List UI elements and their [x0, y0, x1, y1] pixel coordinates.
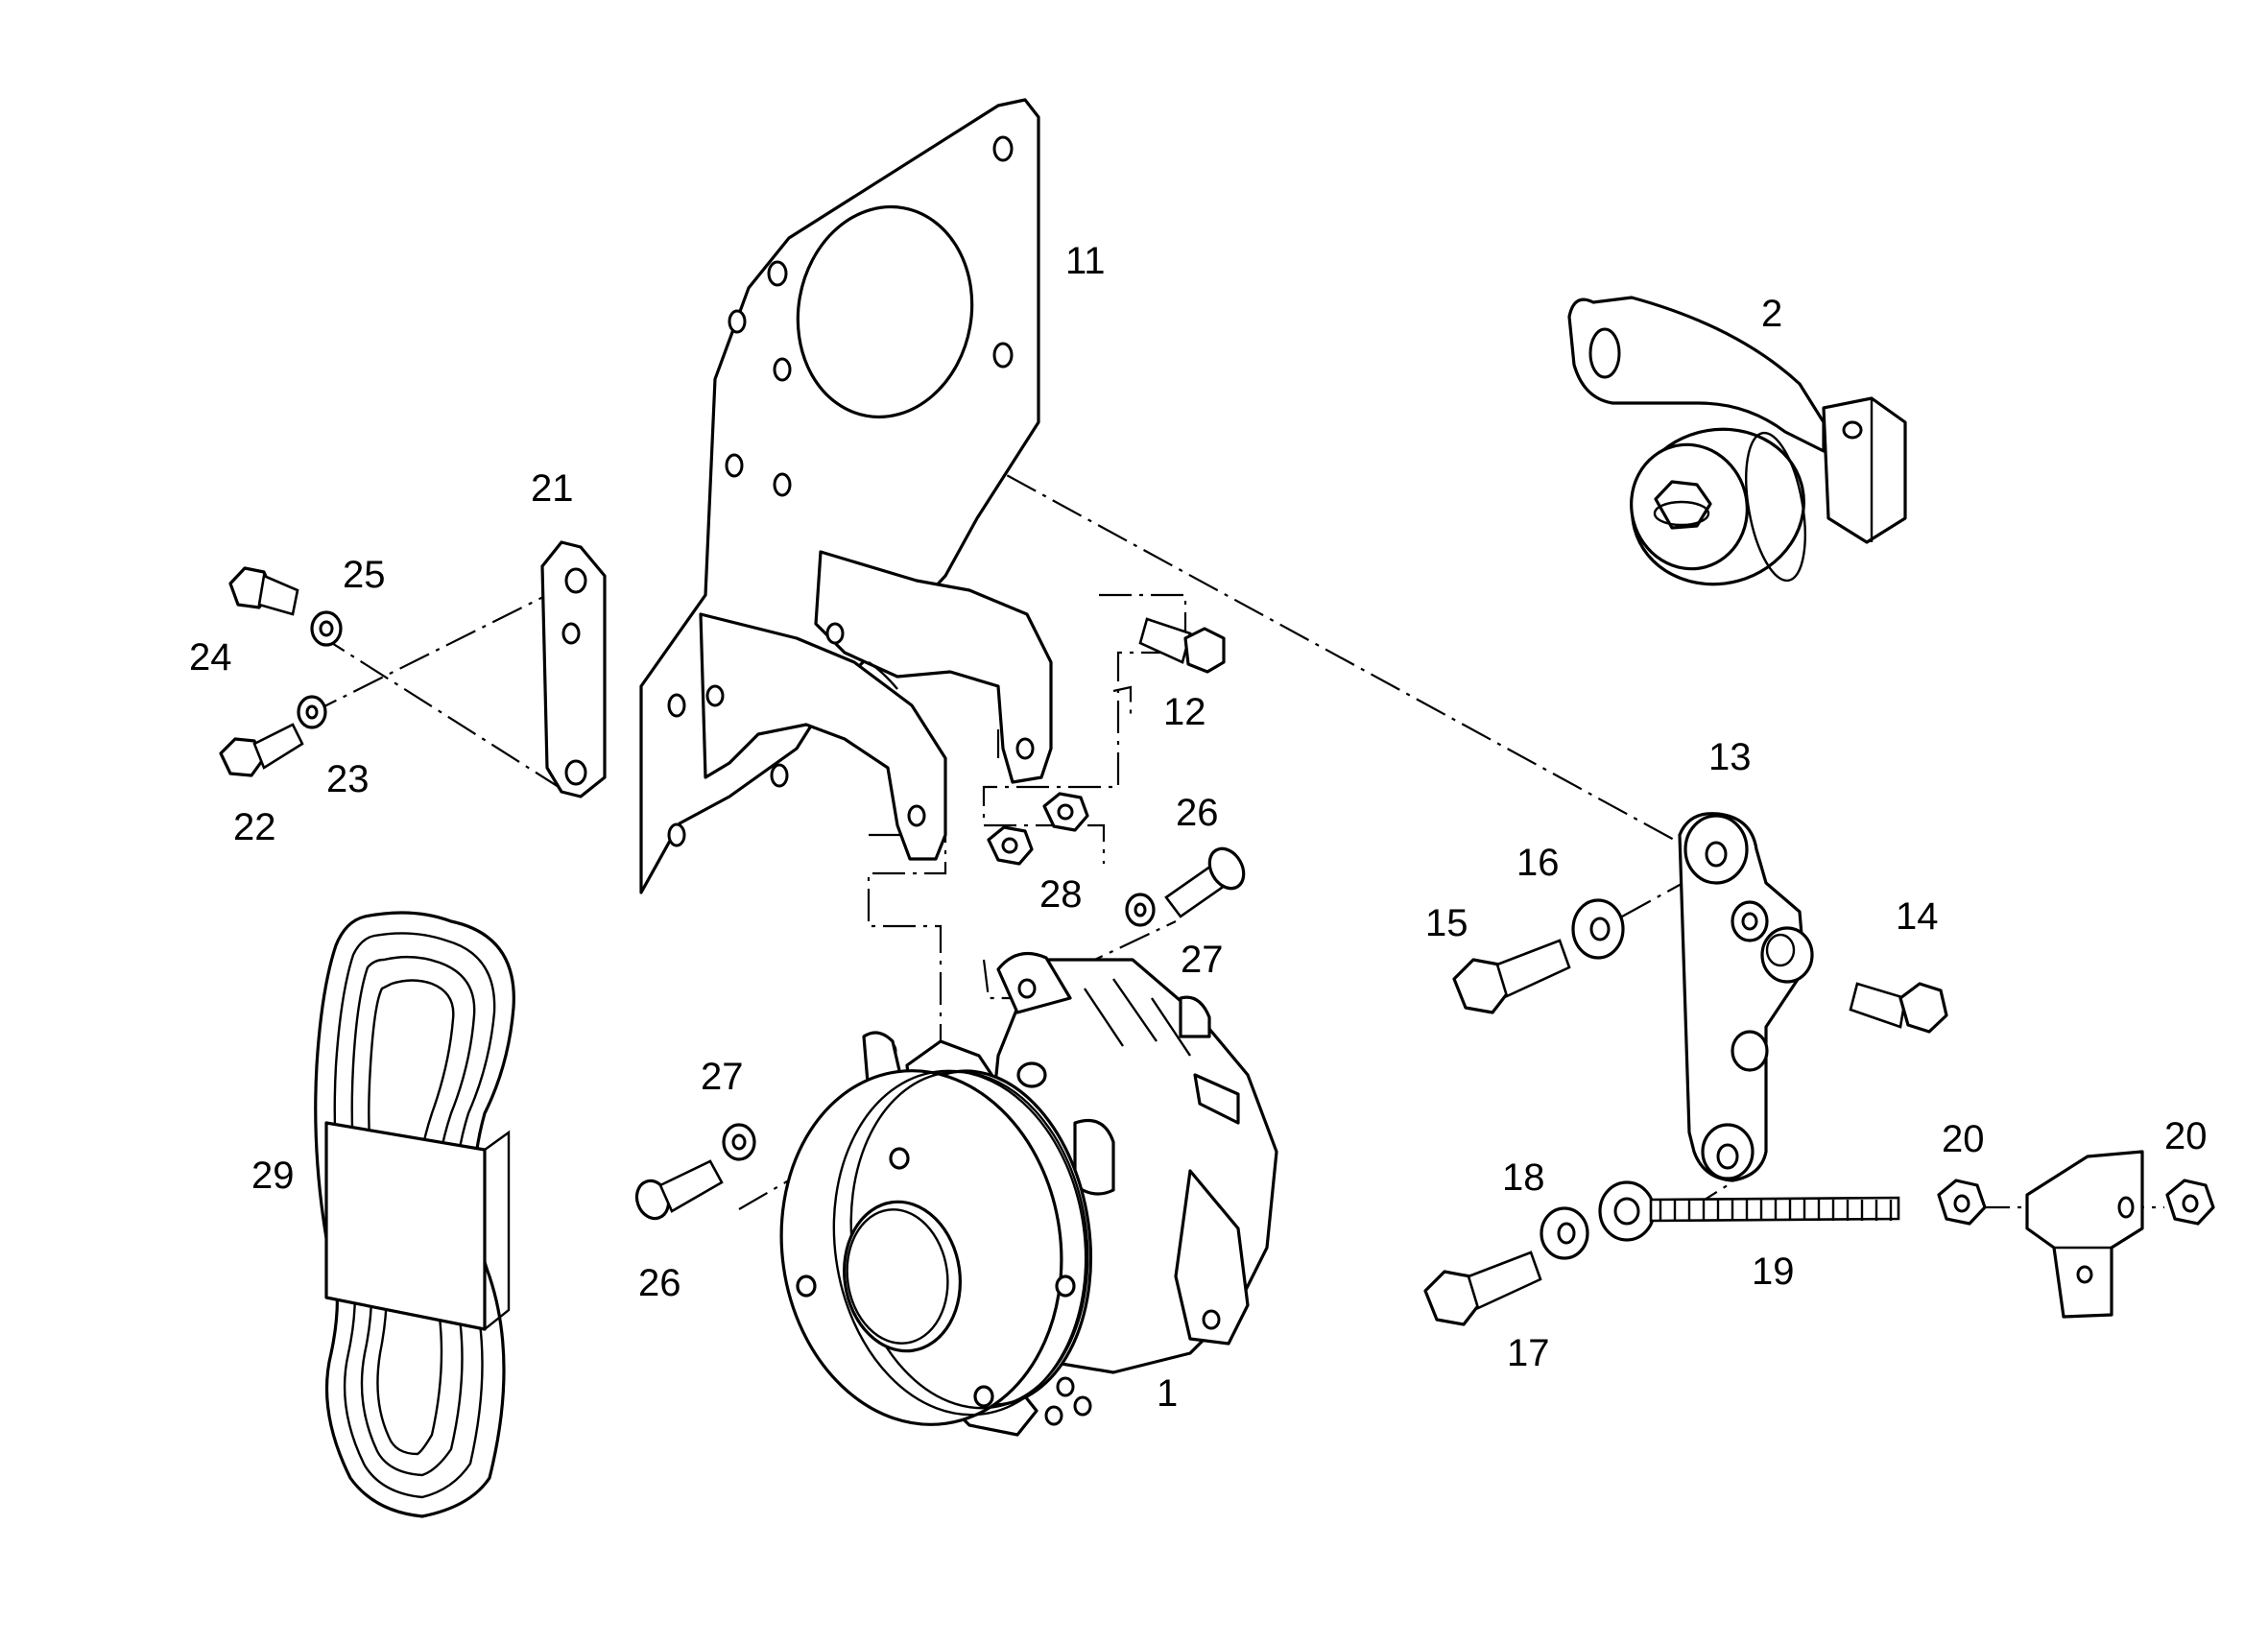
callout-19: 19 [1752, 1251, 1795, 1293]
bolt-12 [1138, 617, 1226, 674]
callout-16: 16 [1516, 842, 1560, 884]
callout-25: 25 [343, 554, 386, 596]
callouts: 1 2 11 12 13 14 15 16 17 18 19 20 20 21 … [189, 240, 2208, 1415]
callout-23: 23 [326, 758, 370, 800]
washer-27-lower [722, 1123, 756, 1161]
bolt-17 [1423, 1251, 1542, 1326]
callout-26-lower: 26 [638, 1262, 681, 1304]
drive-belt [314, 911, 515, 1518]
bolt-26-lower [634, 1159, 724, 1221]
callout-26-upper: 26 [1176, 792, 1219, 834]
nut-20-right [2165, 1179, 2215, 1226]
bolt-15 [1452, 939, 1571, 1014]
small-bracket [540, 540, 607, 798]
callout-24: 24 [189, 636, 232, 679]
tensioner-arm [1678, 812, 1814, 1182]
callout-27-lower: 27 [701, 1056, 744, 1098]
idler-pulley-assembly [1567, 296, 1907, 586]
callout-20-left: 20 [1942, 1118, 1985, 1160]
callout-11: 11 [1065, 240, 1106, 282]
callout-28: 28 [1039, 873, 1083, 916]
callout-20-right: 20 [2164, 1115, 2208, 1157]
washer-18 [1540, 1206, 1589, 1260]
washer-27-upper [1125, 893, 1156, 927]
tension-rod [1598, 1180, 1900, 1242]
angle-bracket [2025, 1150, 2144, 1319]
callout-12: 12 [1163, 691, 1206, 733]
callout-13: 13 [1708, 736, 1752, 778]
washer-25 [310, 610, 343, 647]
bolt-14 [1849, 982, 1948, 1034]
mounting-plate [639, 98, 1053, 894]
callout-17: 17 [1507, 1332, 1550, 1374]
callout-14: 14 [1896, 895, 1939, 938]
compressor-unit [779, 951, 1278, 1437]
callout-27-upper: 27 [1181, 939, 1224, 981]
nut-20-left [1937, 1179, 1987, 1226]
bolt-24 [228, 566, 299, 616]
washer-23 [297, 695, 327, 729]
callout-2: 2 [1761, 293, 1782, 335]
callout-29: 29 [251, 1155, 295, 1197]
callout-22: 22 [233, 806, 276, 848]
callout-18: 18 [1502, 1156, 1545, 1199]
callout-15: 15 [1425, 902, 1468, 944]
bolt-26-upper [1164, 846, 1246, 918]
nut-28 [987, 792, 1089, 866]
callout-1: 1 [1157, 1372, 1178, 1415]
callout-21: 21 [531, 467, 574, 510]
bolt-22 [219, 723, 304, 777]
washer-16 [1571, 898, 1625, 960]
